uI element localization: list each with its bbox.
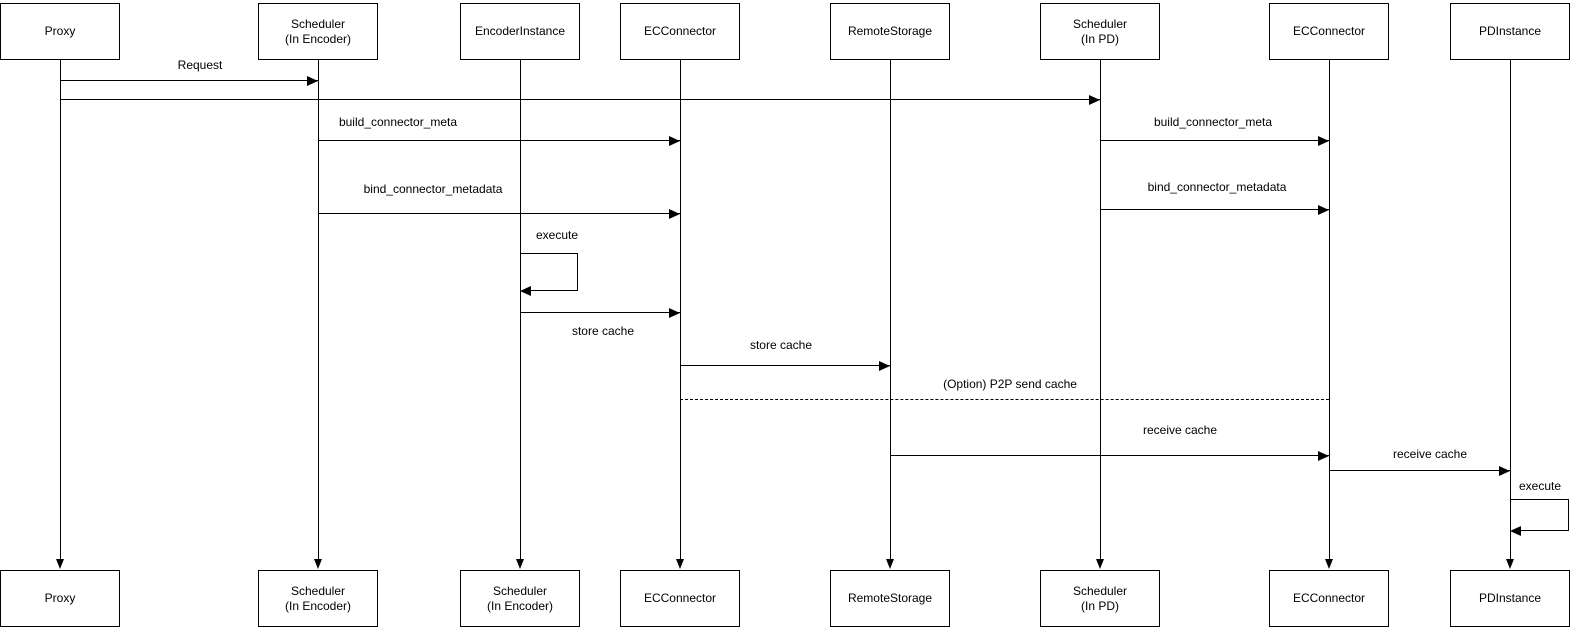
actor-bottom-box-pd-instance: PDInstance (1450, 570, 1570, 627)
actor-bottom-box-ecconnector-pd: ECConnector (1269, 570, 1389, 627)
actor-label: ECConnector (1292, 591, 1366, 605)
actor-bottom-box-remote-storage: RemoteStorage (830, 570, 950, 627)
message-build-connector-meta-encoder-label: build_connector_meta (337, 115, 459, 129)
lifeline-arrowhead-pd-instance (1505, 559, 1514, 569)
actor-label: Scheduler(In Encoder) (284, 583, 352, 613)
lifeline-ecconnector-encoder (679, 60, 681, 559)
actor-label: RemoteStorage (847, 591, 933, 605)
message-receive-cache-pdinstance-arrowhead (1499, 465, 1510, 476)
actor-top-box-pd-instance: PDInstance (1450, 3, 1570, 60)
actor-top-box-ecconnector-pd: ECConnector (1269, 3, 1389, 60)
message-receive-cache-pdinstance-line (1329, 470, 1510, 471)
actor-label: Proxy (44, 591, 76, 605)
self-loop-execute-encoder-right (577, 253, 578, 291)
lifeline-scheduler-pd (1099, 60, 1101, 559)
lifeline-arrowhead-encoder-instance (515, 559, 524, 569)
actor-top-box-ecconnector-encoder: ECConnector (620, 3, 740, 60)
self-loop-execute-pd-label: execute (1517, 479, 1563, 493)
actor-top-box-proxy: Proxy (0, 3, 120, 60)
message-store-cache-remote-label: store cache (748, 338, 814, 352)
actor-label: PDInstance (1478, 24, 1542, 38)
message-receive-cache-ecconnector-line (890, 455, 1329, 456)
actor-bottom-box-ecconnector-encoder: ECConnector (620, 570, 740, 627)
self-loop-execute-pd-right (1568, 499, 1569, 531)
actor-label: RemoteStorage (847, 24, 933, 38)
lifeline-scheduler-encoder (317, 60, 319, 559)
message-build-connector-meta-pd-label: build_connector_meta (1152, 115, 1274, 129)
self-loop-execute-pd-top (1510, 499, 1568, 500)
message-receive-cache-ecconnector-arrowhead (1318, 450, 1329, 461)
lifeline-ecconnector-pd (1328, 60, 1330, 559)
message-request-label: Request (176, 58, 224, 72)
message-store-cache-remote-line (680, 365, 890, 366)
message-forward-request-line (60, 99, 1100, 100)
message-bind-connector-metadata-encoder-label: bind_connector_metadata (362, 182, 504, 196)
message-build-connector-meta-pd-arrowhead (1318, 135, 1329, 146)
message-store-cache-ecconnector-label: store cache (570, 324, 636, 338)
self-loop-execute-encoder-arrowhead (520, 285, 531, 296)
message-build-connector-meta-encoder-arrowhead (669, 135, 680, 146)
actor-label: ECConnector (643, 591, 717, 605)
self-loop-execute-encoder-top (520, 253, 577, 254)
actor-label: Scheduler(In PD) (1072, 16, 1128, 46)
message-request-arrowhead (307, 75, 318, 86)
actor-label: ECConnector (1292, 24, 1366, 38)
message-store-cache-remote-arrowhead (879, 360, 890, 371)
lifeline-pd-instance (1509, 60, 1511, 559)
lifeline-remote-storage (889, 60, 891, 559)
actor-top-box-encoder-instance: EncoderInstance (460, 3, 580, 60)
message-store-cache-ecconnector-arrowhead (669, 307, 680, 318)
message-receive-cache-ecconnector-label: receive cache (1141, 423, 1219, 437)
actor-label: Scheduler(In Encoder) (284, 16, 352, 46)
actor-top-box-remote-storage: RemoteStorage (830, 3, 950, 60)
message-bind-connector-metadata-pd-arrowhead (1318, 204, 1329, 215)
message-build-connector-meta-encoder-line (318, 140, 680, 141)
message-forward-request-arrowhead (1089, 94, 1100, 105)
actor-bottom-box-scheduler-pd: Scheduler(In PD) (1040, 570, 1160, 627)
message-receive-cache-pdinstance-label: receive cache (1391, 447, 1469, 461)
message-store-cache-ecconnector-line (520, 312, 680, 313)
actor-top-box-scheduler-pd: Scheduler(In PD) (1040, 3, 1160, 60)
actor-bottom-box-encoder-instance: Scheduler(In Encoder) (460, 570, 580, 627)
self-loop-execute-encoder-bottom (531, 290, 577, 291)
self-loop-execute-pd-bottom (1521, 530, 1568, 531)
lifeline-arrowhead-ecconnector-pd (1324, 559, 1333, 569)
actor-label: ECConnector (643, 24, 717, 38)
actor-label: Scheduler(In Encoder) (486, 583, 554, 613)
message-bind-connector-metadata-pd-label: bind_connector_metadata (1146, 180, 1288, 194)
message-request-line (60, 80, 318, 81)
lifeline-arrowhead-ecconnector-encoder (675, 559, 684, 569)
self-loop-execute-pd-arrowhead (1510, 525, 1521, 536)
actor-bottom-box-scheduler-encoder: Scheduler(In Encoder) (258, 570, 378, 627)
actor-bottom-box-proxy: Proxy (0, 570, 120, 627)
actor-label: PDInstance (1478, 591, 1542, 605)
message-bind-connector-metadata-encoder-line (318, 213, 680, 214)
lifeline-proxy (59, 60, 61, 559)
actor-top-box-scheduler-encoder: Scheduler(In Encoder) (258, 3, 378, 60)
lifeline-encoder-instance (519, 60, 521, 559)
self-loop-execute-encoder-label: execute (534, 228, 580, 242)
message-bind-connector-metadata-pd-line (1100, 209, 1329, 210)
message-p2p-send-cache-label: (Option) P2P send cache (942, 377, 1078, 391)
lifeline-arrowhead-scheduler-pd (1095, 559, 1104, 569)
lifeline-arrowhead-proxy (55, 559, 64, 569)
actor-label: Scheduler(In PD) (1072, 583, 1128, 613)
message-build-connector-meta-pd-line (1100, 140, 1329, 141)
lifeline-arrowhead-scheduler-encoder (313, 559, 322, 569)
lifeline-arrowhead-remote-storage (885, 559, 894, 569)
message-p2p-send-cache-line (680, 399, 1329, 400)
actor-label: EncoderInstance (474, 24, 566, 38)
message-bind-connector-metadata-encoder-arrowhead (669, 208, 680, 219)
actor-label: Proxy (44, 24, 76, 38)
